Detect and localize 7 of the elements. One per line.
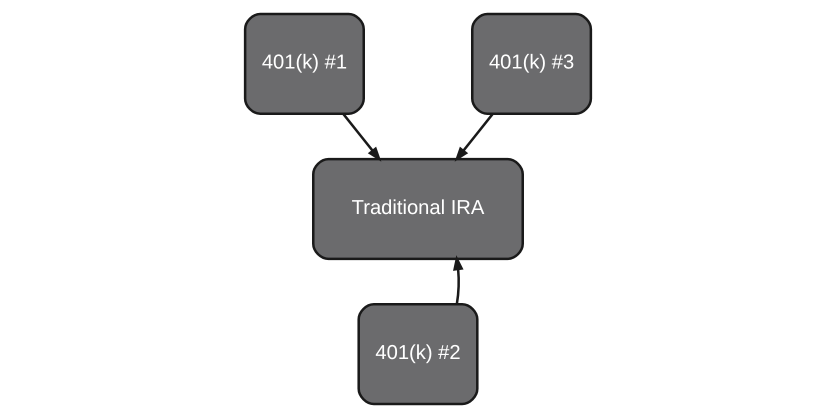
node-box: Traditional IRA xyxy=(312,157,524,260)
node-box: 401(k) #1 xyxy=(243,12,364,114)
node-box: 401(k) #2 xyxy=(356,302,478,405)
arrow xyxy=(452,254,464,304)
arrow xyxy=(454,112,494,162)
node-box: 401(k) #3 xyxy=(470,12,592,114)
arrow xyxy=(342,112,381,162)
